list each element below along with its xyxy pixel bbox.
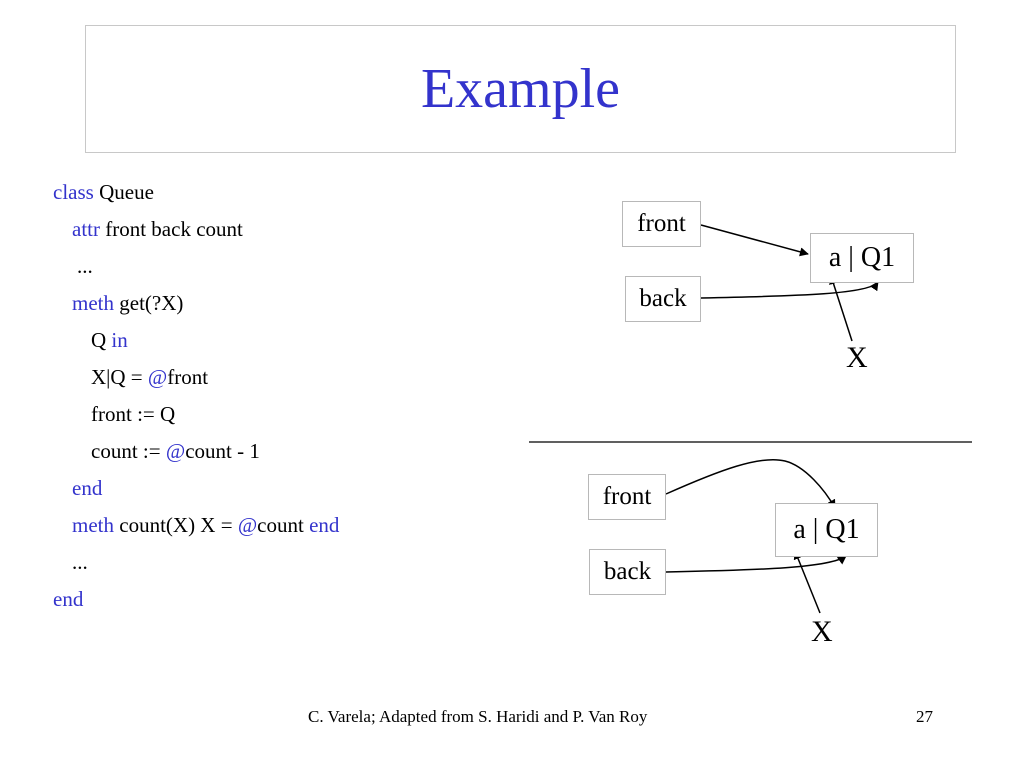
code-line-1: class Queue — [53, 174, 339, 211]
arrow-front-to-cell — [665, 458, 836, 509]
code-line-3: ... — [53, 248, 339, 285]
keyword: end — [72, 476, 103, 500]
keyword: @ — [147, 365, 168, 389]
code-line-10: meth count(X) X = @count end — [53, 507, 339, 544]
code-text: Queue — [93, 180, 154, 204]
code-text: get(?X) — [114, 291, 184, 315]
code-line-2: attr front back count — [53, 211, 339, 248]
code-text: count := — [91, 439, 166, 463]
code-line-5: Q in — [53, 322, 339, 359]
arrow-x-to-cell — [793, 550, 821, 614]
cell-box: a | Q1 — [810, 233, 914, 283]
arrow-back-to-cell — [700, 281, 879, 299]
cell-box: a | Q1 — [775, 503, 878, 557]
title-box: Example — [85, 25, 956, 153]
code-text: ... — [72, 550, 88, 574]
keyword: in — [111, 328, 128, 352]
code-line-4: meth get(?X) — [53, 285, 339, 322]
front-label: front — [637, 210, 686, 237]
footer-credit: C. Varela; Adapted from S. Haridi and P.… — [308, 707, 648, 726]
code-text: front back count — [99, 217, 243, 241]
keyword: @ — [165, 439, 186, 463]
code-text: count — [257, 513, 310, 537]
keyword: meth — [72, 513, 114, 537]
back-label: back — [639, 285, 687, 312]
code-line-9: end — [53, 470, 339, 507]
back-label: back — [603, 558, 652, 585]
keyword: end — [53, 587, 84, 611]
page-number: 27 — [916, 707, 933, 726]
arrow-back-to-cell — [665, 555, 847, 573]
keyword: @ — [237, 513, 258, 537]
front-label: front — [602, 483, 652, 510]
keyword: meth — [72, 291, 114, 315]
code-listing: class Queue attr front back count ... me… — [53, 174, 339, 618]
keyword: end — [309, 513, 340, 537]
code-text: Q — [91, 328, 112, 352]
code-line-12: end — [53, 581, 339, 618]
slide-title: Example — [420, 58, 621, 120]
front-box: front — [622, 201, 701, 247]
keyword: class — [53, 180, 94, 204]
cell-label: a | Q1 — [828, 242, 896, 273]
code-text: front — [167, 365, 209, 389]
code-text: X|Q = — [91, 365, 148, 389]
code-line-7: front := Q — [53, 396, 339, 433]
code-line-8: count := @count - 1 — [53, 433, 339, 470]
x-variable-label: X — [811, 615, 833, 648]
code-line-6: X|Q = @front — [53, 359, 339, 396]
x-variable-label: X — [846, 341, 868, 374]
code-text: count - 1 — [185, 439, 260, 463]
back-box: back — [625, 276, 701, 322]
arrow-x-to-cell — [829, 275, 853, 342]
code-line-11: ... — [53, 544, 339, 581]
code-text: front := Q — [91, 402, 176, 426]
back-box: back — [589, 549, 666, 595]
front-box: front — [588, 474, 666, 520]
arrow-front-to-cell — [700, 224, 809, 257]
keyword: attr — [72, 217, 100, 241]
cell-label: a | Q1 — [793, 514, 860, 545]
code-text: ... — [77, 254, 93, 278]
code-text: count(X) X = — [114, 513, 238, 537]
